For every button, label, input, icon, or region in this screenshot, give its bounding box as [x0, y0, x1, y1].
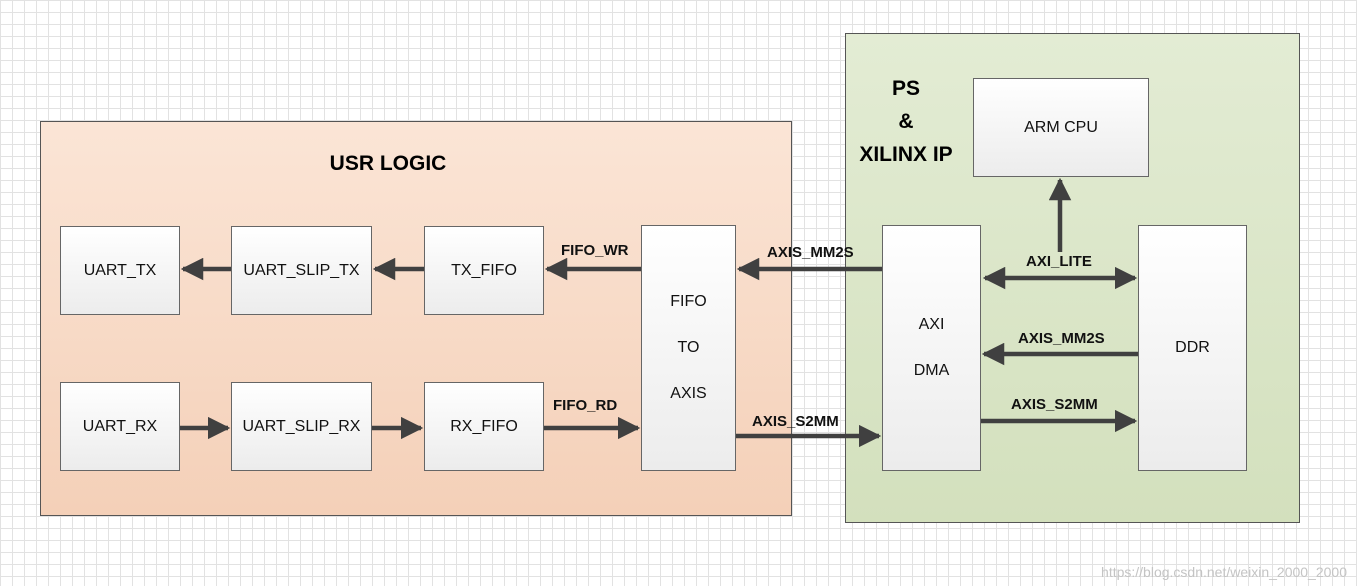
fifo-to-axis-line-3: AXIS — [670, 385, 707, 402]
fifo-wr-label: FIFO_WR — [561, 242, 629, 259]
uart-tx-block: UART_TX — [60, 226, 180, 315]
axi-dma-line-2: DMA — [913, 362, 950, 379]
tx-fifo-block: TX_FIFO — [424, 226, 544, 315]
ddr-axis-s2mm-label: AXIS_S2MM — [1011, 396, 1098, 413]
fifo-to-axis-line-2: TO — [677, 339, 700, 356]
rx-fifo-block: RX_FIFO — [424, 382, 544, 471]
axis-mm2s-interface-label: AXIS_MM2S — [767, 244, 854, 261]
ps-title-line: PS — [891, 77, 920, 100]
axi-dma-line-1: AXI — [918, 316, 945, 333]
watermark-text: https://blog.csdn.net/weixin_2000_2000 — [1101, 564, 1347, 580]
fifo-rd-label: FIFO_RD — [553, 397, 618, 414]
ddr-block: DDR — [1138, 225, 1247, 471]
usr-logic-title: USR LOGIC — [329, 152, 447, 175]
fifo-to-axis-line-1: FIFO — [670, 293, 707, 310]
axis-s2mm-interface-label: AXIS_S2MM — [752, 413, 839, 430]
uart-slip-tx-block: UART_SLIP_TX — [231, 226, 372, 315]
ps-xilinx-title: PS & XILINX IP — [846, 72, 966, 171]
ps-title-ampersand: & — [898, 110, 914, 133]
arm-cpu-block: ARM CPU — [973, 78, 1149, 177]
ps-title-xilinx: XILINX IP — [859, 143, 953, 166]
uart-rx-block: UART_RX — [60, 382, 180, 471]
uart-slip-rx-block: UART_SLIP_RX — [231, 382, 372, 471]
fifo-to-axis-block: FIFO TO AXIS — [641, 225, 736, 471]
axi-dma-block: AXI DMA — [882, 225, 981, 471]
ddr-axis-mm2s-label: AXIS_MM2S — [1018, 330, 1105, 347]
axi-lite-label: AXI_LITE — [1026, 253, 1092, 270]
